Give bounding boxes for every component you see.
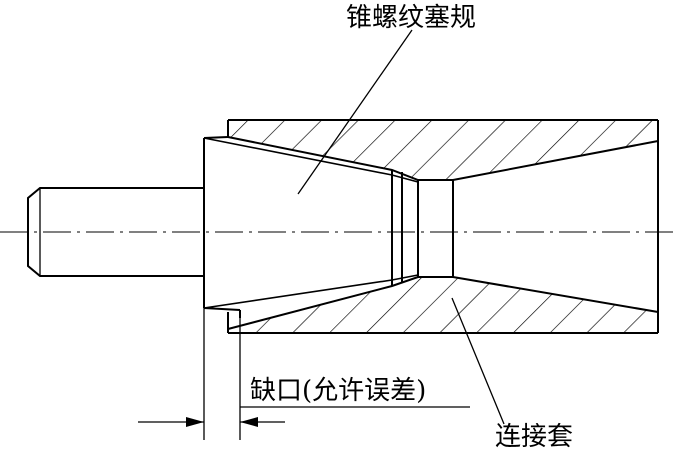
coupling-label: 连接套 bbox=[495, 422, 574, 452]
leader-lines bbox=[297, 29, 505, 425]
notch-label: 缺口(允许误差) bbox=[250, 376, 427, 406]
taper-plug-gauge bbox=[27, 136, 454, 318]
notch-dimension bbox=[138, 308, 470, 440]
plug-gauge-label: 锥螺纹塞规 bbox=[346, 3, 477, 33]
